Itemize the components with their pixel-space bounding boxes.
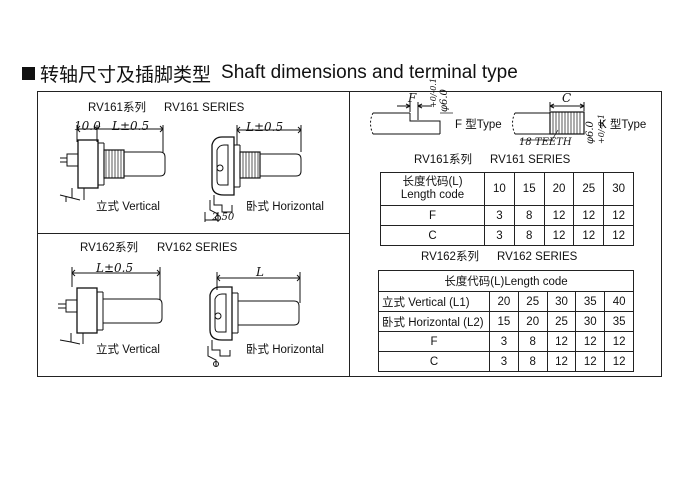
k-diameter: φ6.0 xyxy=(585,121,596,144)
rv162-table-caption-cn: RV162系列 xyxy=(421,251,479,263)
table-cell: 12 xyxy=(546,351,577,372)
table-cell: 40 xyxy=(604,291,634,312)
f-dim-label: F xyxy=(408,91,417,105)
table-cell: 12 xyxy=(575,351,606,372)
table-cell: 35 xyxy=(604,311,634,332)
f-type-shaft-drawing xyxy=(370,102,453,135)
table-cell: 12 xyxy=(603,225,634,246)
table-cell: 12 xyxy=(604,351,634,372)
dim-l-vertical: L±0.5 xyxy=(112,119,150,133)
table-cell: 8 xyxy=(517,331,548,352)
table-cell: 12 xyxy=(546,331,577,352)
table-cell: 15 xyxy=(513,172,545,206)
c-dim-label: C xyxy=(562,91,572,105)
k-type-label: K 型Type xyxy=(599,119,647,131)
rv162-table-caption-en: RV162 SERIES xyxy=(497,251,578,263)
table-row: C 3 8 12 12 12 xyxy=(380,225,634,246)
table-row: 长度代码(L)Length code xyxy=(378,270,634,292)
table-row-label: F xyxy=(380,205,485,226)
table-row: C 3 8 12 12 12 xyxy=(378,351,634,372)
table-row-label: 卧式 Horizontal (L2) xyxy=(378,311,490,332)
table-cell: 8 xyxy=(513,225,545,246)
rv162-horizontal-drawing xyxy=(207,272,301,367)
table-row: F 3 8 12 12 12 xyxy=(378,331,634,352)
table-cell: 8 xyxy=(517,351,548,372)
page-title: 转轴尺寸及插脚类型 Shaft dimensions and terminal … xyxy=(22,60,518,86)
rv162-length-table: 长度代码(L)Length code 立式 Vertical (L1) 20 2… xyxy=(378,270,634,372)
f-diameter: φ6.0 xyxy=(439,89,450,112)
table-cell: 30 xyxy=(546,291,577,312)
table-cell: 12 xyxy=(573,205,605,226)
table-cell: 25 xyxy=(517,291,548,312)
table-row-label: C xyxy=(378,351,490,372)
rv161-vertical-label: 立式 Vertical xyxy=(96,201,160,213)
table-cell: 12 xyxy=(573,225,605,246)
rv161-table-caption-en: RV161 SERIES xyxy=(490,154,571,166)
rv162-vertical-drawing xyxy=(58,267,163,345)
rv161-table-caption-cn: RV161系列 xyxy=(414,154,472,166)
table-row: 立式 Vertical (L1) 20 25 30 35 40 xyxy=(378,291,634,312)
table-cell: 10 xyxy=(484,172,515,206)
table-cell: 12 xyxy=(543,225,575,246)
table-cell: 30 xyxy=(603,172,634,206)
table-cell: 8 xyxy=(513,205,545,226)
table-cell: 3 xyxy=(484,205,515,226)
dim-2-50: 2.50 xyxy=(212,212,235,223)
table-cell: 25 xyxy=(573,172,605,206)
f-tolerance: +0/-0.1 xyxy=(429,78,438,108)
rv161-vertical-drawing xyxy=(59,125,166,202)
rv162-series-en: RV162 SERIES xyxy=(157,242,238,254)
f-type-label: F 型Type xyxy=(455,119,502,131)
table-cell: 20 xyxy=(517,311,548,332)
table-cell: 20 xyxy=(543,172,575,206)
horizontal-divider xyxy=(37,233,350,234)
k-type-shaft-drawing xyxy=(512,102,585,141)
k-tolerance: +0/-0.1 xyxy=(597,114,606,144)
rv162-vertical-label: 立式 Vertical xyxy=(96,344,160,356)
table-row-label: 立式 Vertical (L1) xyxy=(378,291,490,312)
table-row: 卧式 Horizontal (L2) 15 20 25 30 35 xyxy=(378,311,634,332)
table-cell: 3 xyxy=(484,225,515,246)
title-en: Shaft dimensions and terminal type xyxy=(221,62,518,83)
table-cell: 25 xyxy=(546,311,577,332)
rv161-horizontal-drawing xyxy=(204,125,302,222)
rv161-series-cn: RV161系列 xyxy=(88,102,146,114)
teeth-label: 18 TEETH xyxy=(519,137,572,148)
table-row: 长度代码(L)Length code 10 15 20 25 30 xyxy=(380,172,634,206)
table-cell: 20 xyxy=(489,291,519,312)
table-cell: 30 xyxy=(575,311,606,332)
dim-10: 10.0 xyxy=(74,119,101,133)
table-cell: 3 xyxy=(489,351,519,372)
table-cell: 3 xyxy=(489,331,519,352)
table-header: 长度代码(L)Length code xyxy=(378,270,634,292)
rv162-series-cn: RV162系列 xyxy=(80,242,138,254)
table-cell: 35 xyxy=(575,291,606,312)
rv161-series-en: RV161 SERIES xyxy=(164,102,245,114)
title-cn: 转轴尺寸及插脚类型 xyxy=(40,64,212,86)
square-bullet-icon xyxy=(22,66,35,80)
rv161-length-table: 长度代码(L)Length code 10 15 20 25 30 F 3 8 … xyxy=(380,172,634,246)
table-row-label: C xyxy=(380,225,485,246)
table-cell: 12 xyxy=(575,331,606,352)
table-cell: 12 xyxy=(543,205,575,226)
dim-l-horizontal-162: L xyxy=(256,265,264,279)
table-cell: 15 xyxy=(489,311,519,332)
dim-l-horizontal: L±0.5 xyxy=(246,120,284,134)
table-cell: 12 xyxy=(603,205,634,226)
table-row-label: F xyxy=(378,331,490,352)
table-header-label: 长度代码(L)Length code xyxy=(380,172,485,206)
table-row: F 3 8 12 12 12 xyxy=(380,205,634,226)
table-cell: 12 xyxy=(604,331,634,352)
dim-l-vertical-162: L±0.5 xyxy=(96,261,134,275)
vertical-divider xyxy=(349,91,350,377)
rv162-horizontal-label: 卧式 Horizontal xyxy=(246,344,324,356)
rv161-horizontal-label: 卧式 Horizontal xyxy=(246,201,324,213)
